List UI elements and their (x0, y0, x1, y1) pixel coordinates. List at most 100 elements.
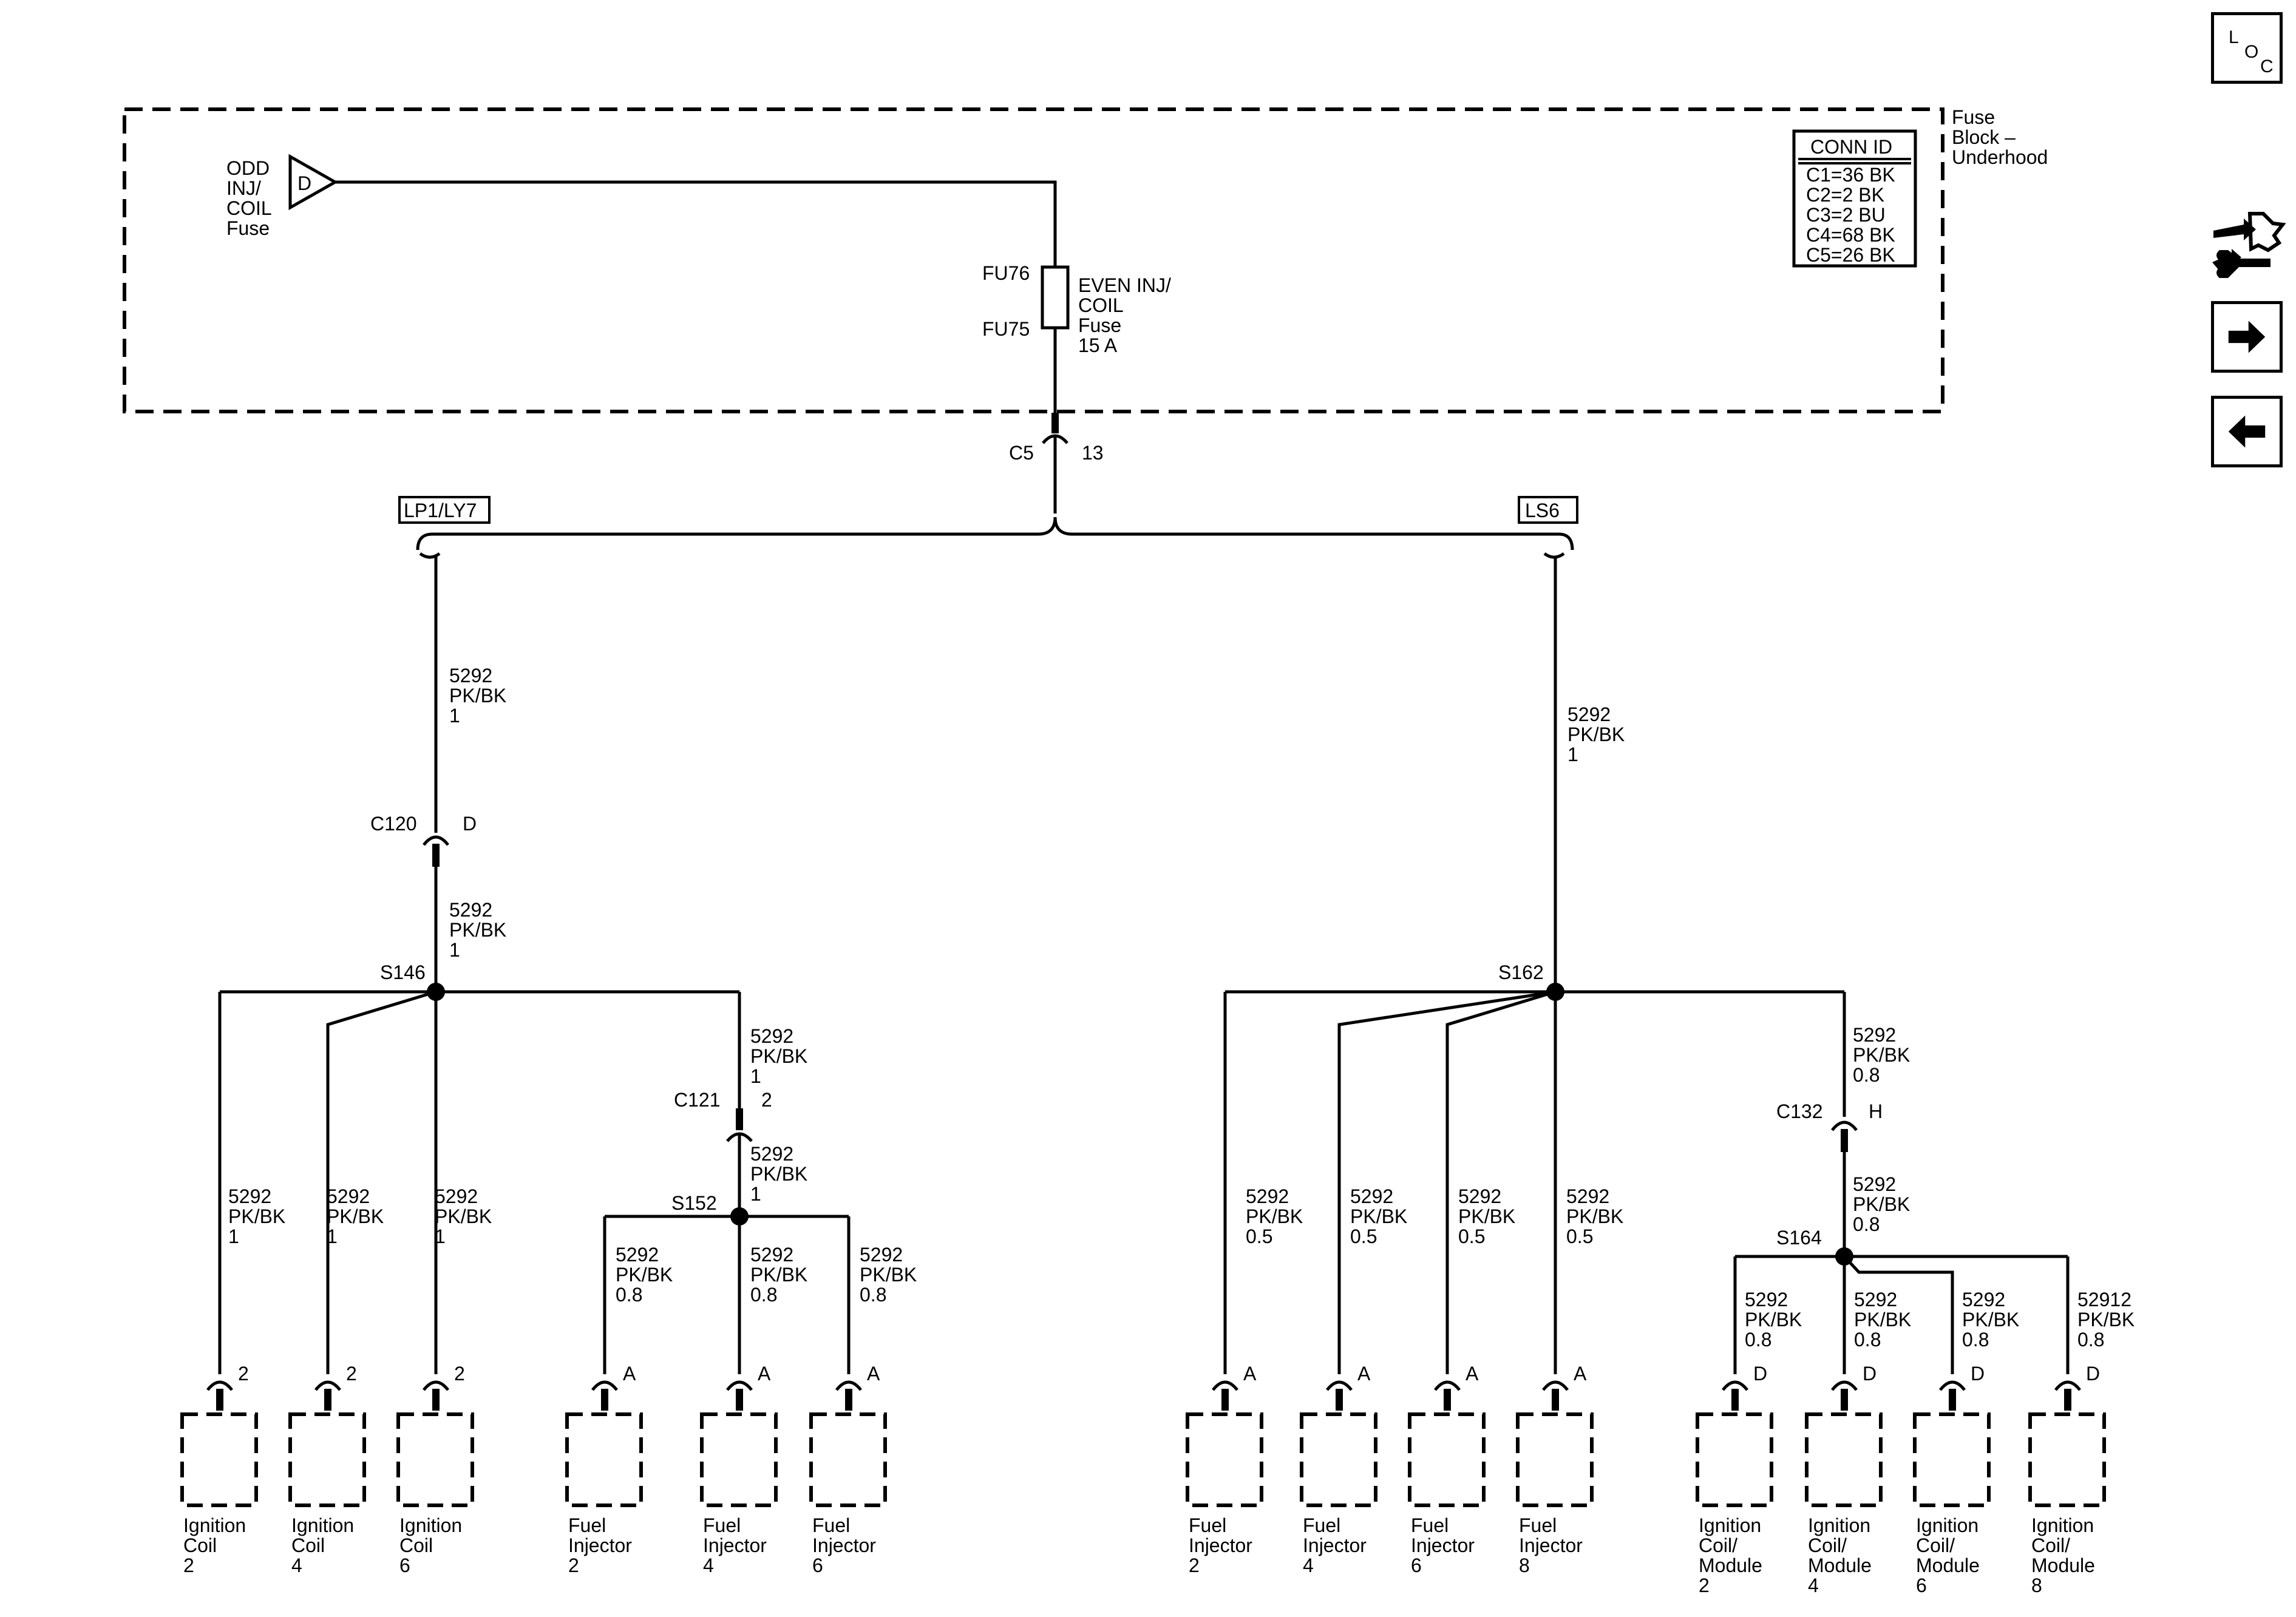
wire-label: 5292 (750, 1244, 793, 1266)
component-name-line: Ignition (1699, 1514, 1761, 1536)
conn-id-table: CONN ID C1=36 BK C2=2 BK C3=2 BU C4=68 B… (1792, 129, 1917, 268)
component-name-line: Ignition (1916, 1514, 1978, 1536)
component-name-line: Injector (568, 1534, 632, 1556)
s152-label: S152 (671, 1192, 717, 1214)
component-name-line: 6 (1916, 1575, 1927, 1596)
component-name-line: Coil (399, 1534, 433, 1556)
odd-fuse-label: COIL (226, 197, 272, 219)
wire-label: PK/BK (327, 1205, 384, 1227)
component-name-line: Fuel (1519, 1514, 1557, 1536)
fuse-block-name-line: Fuse (1952, 106, 1995, 128)
component-name-line: Fuel (1411, 1514, 1449, 1536)
wire-label: 0.5 (1350, 1225, 1377, 1247)
s146-label: S146 (380, 961, 426, 983)
component-name-line: 4 (1303, 1554, 1314, 1576)
connector-pin-label: 2 (238, 1363, 249, 1385)
connector-pin-label: 2 (454, 1363, 465, 1385)
odd-fuse-label: INJ/ (226, 177, 261, 199)
forward-arrow-icon (2228, 320, 2266, 353)
conn-id-row: C3=2 BU (1806, 204, 1886, 226)
wire-label: 0.5 (1458, 1225, 1485, 1247)
connector-pin-label: A (867, 1363, 880, 1385)
conn-id-row: C1=36 BK (1806, 164, 1895, 186)
wire-label: 5292 (228, 1185, 271, 1207)
wire-label: 5292 (1566, 1185, 1609, 1207)
c132-out-wire-label: 5292 (1853, 1173, 1896, 1195)
connector-pin-label: D (2086, 1363, 2100, 1385)
component-name-line: Fuel (1303, 1514, 1340, 1536)
conn-id-row: C4=68 BK (1806, 224, 1895, 246)
wire-label: 0.5 (1566, 1225, 1593, 1247)
back-arrow-button[interactable] (2211, 396, 2283, 467)
odd-fuse-label: ODD (226, 157, 270, 179)
odd-fuse-reference-symbol (288, 154, 339, 211)
c132-out-wire-label: 0.8 (1853, 1213, 1880, 1235)
forward-arrow-button[interactable] (2211, 301, 2283, 373)
c132-out-wire-label: PK/BK (1853, 1193, 1910, 1215)
even-fuse-label: Fuse (1078, 314, 1121, 336)
component-name-line: Injector (812, 1534, 876, 1556)
back-arrow-icon (2228, 415, 2266, 448)
tool-icon[interactable] (2207, 206, 2286, 282)
module6-wire (1843, 1255, 1954, 1374)
c132-label: C132 (1776, 1100, 1823, 1122)
component-name-line: Module (1916, 1554, 1980, 1576)
component-name-line: 2 (183, 1554, 194, 1576)
even-fuse-label: COIL (1078, 294, 1124, 316)
wire-label: 0.8 (860, 1284, 886, 1306)
component-name-line: 6 (1411, 1554, 1422, 1576)
left-wire-top-label: PK/BK (449, 685, 506, 707)
loc-button[interactable]: L O C (2211, 12, 2283, 84)
component-name-line: 8 (1519, 1554, 1530, 1576)
connector-pin-label: D (1863, 1363, 1877, 1385)
wire-label: 0.8 (1745, 1329, 1771, 1351)
odd-fuse-label: Fuse (226, 217, 270, 239)
loc-letter: C (2260, 56, 2274, 76)
wire-label: 5292 (327, 1185, 370, 1207)
s162-label: S162 (1498, 961, 1544, 983)
odd-fuse-letter: D (297, 172, 311, 194)
option-brace-left-tick (419, 552, 441, 559)
component-name-line: Module (2031, 1554, 2095, 1576)
component-name-line: Ignition (399, 1514, 462, 1536)
connector-pin-label: D (1971, 1363, 1985, 1385)
wire-label: 5292 (1854, 1289, 1897, 1310)
wire-label: 0.5 (1246, 1225, 1272, 1247)
component-name-line: Ignition (291, 1514, 354, 1536)
c121-branch-wire-label: PK/BK (750, 1045, 807, 1067)
component-name-line: 2 (1189, 1554, 1200, 1576)
right-injector4-wire (1337, 990, 1556, 1374)
right-wire-top-label: 1 (1567, 744, 1578, 765)
component-name-line: Injector (1519, 1534, 1583, 1556)
wire-label: PK/BK (1458, 1205, 1515, 1227)
wire-label: PK/BK (435, 1205, 492, 1227)
fuse-feed-wire (335, 180, 1057, 267)
c121-out-wire-label: 5292 (750, 1143, 793, 1165)
component-name-line: Module (1808, 1554, 1872, 1576)
wire-label: PK/BK (860, 1264, 917, 1286)
wire-label: 5292 (1350, 1185, 1393, 1207)
loc-letter: L (2229, 27, 2239, 47)
component-name-line: Coil (291, 1534, 325, 1556)
c132-branch-wire-label: PK/BK (1853, 1044, 1910, 1066)
component-name-line: Fuel (703, 1514, 741, 1536)
wire-label: PK/BK (1854, 1309, 1911, 1331)
wire-label: PK/BK (228, 1205, 285, 1227)
s164-label: S164 (1776, 1227, 1822, 1249)
component-name-line: Ignition (1808, 1514, 1870, 1536)
wire-label: PK/BK (1962, 1309, 2019, 1331)
component-name-line: 4 (291, 1554, 302, 1576)
component-name-line: Coil/ (1916, 1534, 1955, 1556)
c5-label: C5 (1009, 442, 1034, 464)
wire-label: 0.8 (1854, 1329, 1881, 1351)
component-name-line: 6 (812, 1554, 823, 1576)
c132-branch-wire-label: 0.8 (1853, 1064, 1880, 1086)
